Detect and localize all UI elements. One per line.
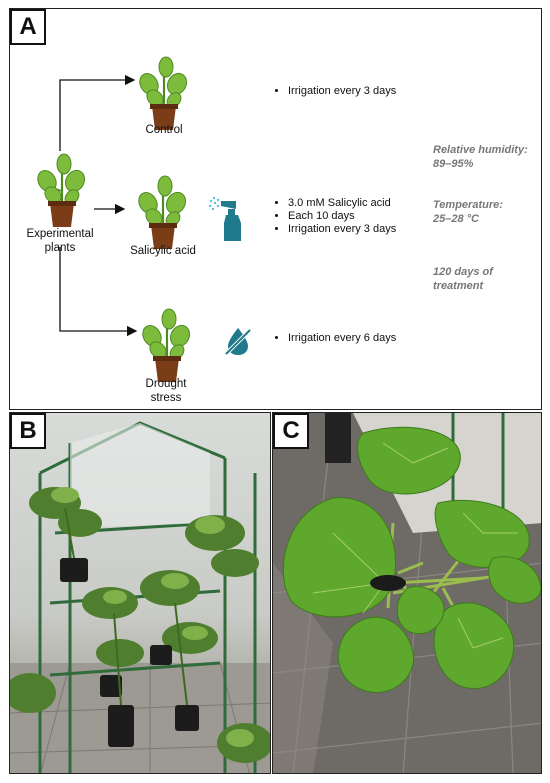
arrow-to-control (59, 74, 136, 151)
bullet-item: Irrigation every 3 days (288, 85, 396, 98)
temperature-condition: Temperature: 25–28 °C (433, 199, 503, 225)
drought-stress-label: Drought stress (145, 378, 187, 404)
bullet-item: Irrigation every 6 days (288, 332, 396, 345)
panel-b-greenhouse-photo: B (9, 412, 271, 774)
salicylic-bullets: 3.0 mM Salicylic acid Each 10 days Irrig… (274, 197, 396, 236)
bullet-item: 3.0 mM Salicylic acid (288, 197, 396, 210)
plant-icon (37, 153, 86, 227)
bullet-item: Irrigation every 3 days (288, 223, 396, 236)
experimental-plants-label: Experimental plants (26, 228, 94, 254)
plant-photo (273, 413, 541, 773)
panel-label-b: B (10, 413, 46, 449)
bullet-item: Each 10 days (288, 210, 396, 223)
drought-bullets: Irrigation every 6 days (274, 332, 396, 345)
panel-label-a: A (10, 9, 46, 45)
panel-c-plant-photo: C (272, 412, 542, 774)
no-water-drop-icon (224, 328, 252, 356)
spray-bottle-icon (208, 196, 241, 241)
arrows (59, 74, 138, 337)
plant-icon (142, 308, 191, 382)
plant-icon (138, 175, 187, 249)
plant-icon (139, 56, 188, 130)
greenhouse-photo (10, 413, 270, 773)
control-label: Control (145, 124, 183, 136)
panel-a-diagram: A (9, 8, 542, 410)
salicylic-acid-label: Salicylic acid (130, 245, 196, 257)
arrow-to-drought (59, 247, 138, 337)
panel-label-c: C (273, 413, 309, 449)
control-bullets: Irrigation every 3 days (274, 85, 396, 98)
humidity-condition: Relative humidity: 89–95% (433, 144, 528, 170)
duration-condition: 120 days of treatment (433, 266, 493, 292)
